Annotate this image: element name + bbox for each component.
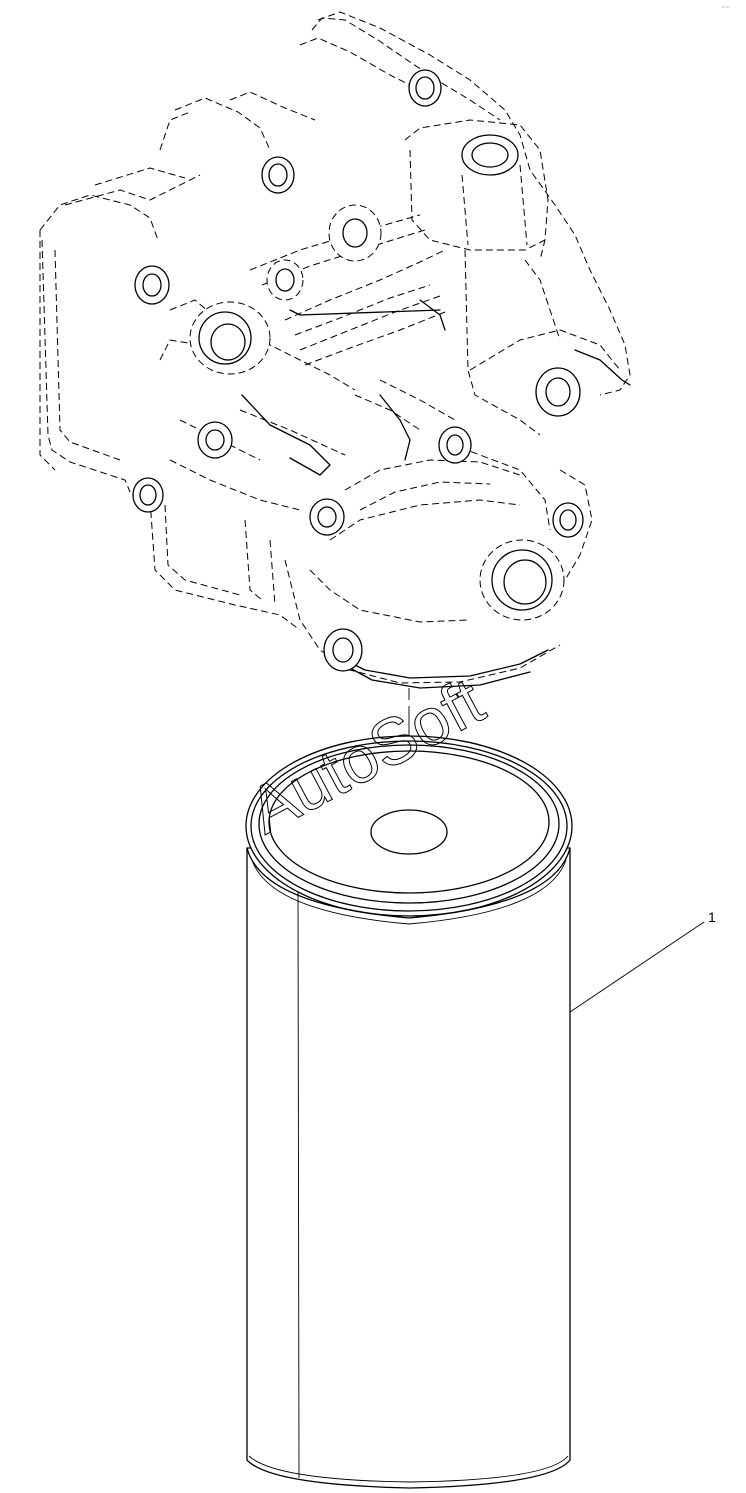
inlet-port: [189, 301, 271, 375]
bypass-port: [479, 539, 565, 621]
top-plate: [268, 750, 550, 894]
mounting-boss: [261, 156, 295, 194]
mounting-boss: [266, 259, 304, 301]
mounting-boss: [309, 498, 345, 536]
bottom-edge: [248, 1455, 569, 1483]
mounting-boss: [323, 628, 363, 672]
filter-cartridge: [245, 735, 573, 1489]
mounting-boss: [328, 204, 382, 262]
filter-head-bosses: [132, 69, 584, 672]
mounting-boss: [134, 265, 170, 305]
leader-line: [569, 921, 705, 1013]
callout-1: 1: [569, 909, 716, 1013]
centre-hole: [370, 809, 448, 855]
mounting-boss: [132, 477, 164, 513]
mounting-boss: [552, 502, 584, 538]
callout-label: 1: [708, 909, 716, 925]
corner-mark: ᵖʳ ˢᵒ: [722, 5, 730, 10]
mounting-boss: [535, 367, 581, 417]
mounting-boss: [408, 69, 442, 107]
top-rim-outer: [245, 735, 573, 917]
outlet-port: [461, 134, 519, 176]
seam-line: [297, 889, 300, 1479]
mounting-boss: [197, 421, 233, 459]
mounting-boss: [438, 426, 472, 464]
